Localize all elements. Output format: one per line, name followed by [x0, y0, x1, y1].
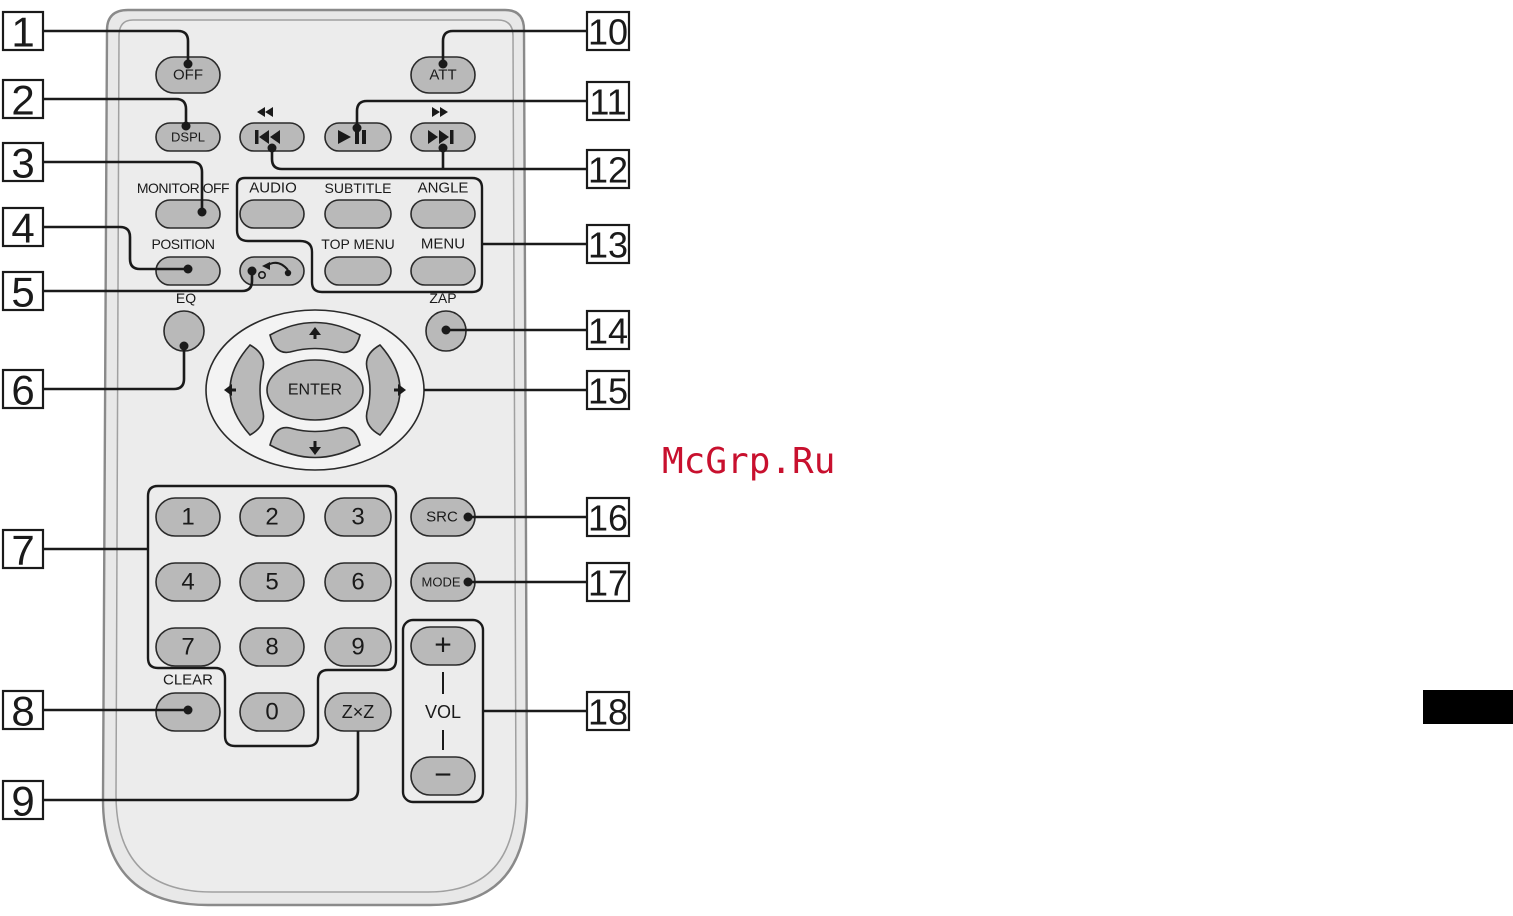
key-0[interactable]: 0 [240, 693, 304, 731]
page-tab-marker [1423, 690, 1513, 724]
svg-text:3: 3 [11, 140, 34, 187]
svg-text:2: 2 [11, 77, 34, 124]
callout-17: 17 [587, 563, 629, 604]
top-menu-label: TOP MENU [321, 236, 394, 252]
svg-text:4: 4 [11, 205, 34, 252]
svg-text:ATT: ATT [429, 67, 456, 84]
svg-text:0: 0 [265, 699, 278, 726]
callout-12: 12 [587, 150, 629, 191]
svg-text:Z×Z: Z×Z [342, 702, 375, 722]
svg-text:16: 16 [588, 498, 628, 539]
svg-text:7: 7 [181, 634, 194, 661]
svg-text:6: 6 [11, 367, 34, 414]
clear-label: CLEAR [163, 672, 213, 689]
svg-text:+: + [434, 629, 452, 662]
callout-11: 11 [587, 82, 629, 123]
svg-text:10: 10 [588, 12, 628, 53]
callout-10: 10 [587, 12, 629, 53]
key-7[interactable]: 7 [156, 628, 220, 666]
callout-1: 1 [3, 9, 43, 56]
svg-text:1: 1 [181, 504, 194, 531]
svg-text:OFF: OFF [173, 67, 203, 84]
menu-label: MENU [421, 236, 465, 253]
watermark-text: McGrp.Ru [662, 441, 835, 482]
svg-text:15: 15 [588, 371, 628, 412]
callout-5: 5 [3, 269, 43, 316]
key-2[interactable]: 2 [240, 498, 304, 536]
svg-text:17: 17 [588, 563, 628, 604]
callout-2: 2 [3, 77, 43, 124]
svg-text:3: 3 [351, 504, 364, 531]
callout-8: 8 [3, 688, 43, 735]
callout-3: 3 [3, 140, 43, 187]
top-menu-button[interactable] [325, 257, 391, 285]
callout-6: 6 [3, 367, 43, 414]
vol-up-button[interactable]: + [411, 627, 475, 665]
zxz-button[interactable]: Z×Z [325, 693, 391, 731]
callout-7: 7 [3, 527, 43, 574]
callout-9: 9 [3, 778, 43, 825]
key-9[interactable]: 9 [325, 628, 391, 666]
key-5[interactable]: 5 [240, 563, 304, 601]
position-label: POSITION [152, 236, 215, 252]
svg-text:SRC: SRC [426, 509, 458, 526]
angle-button[interactable] [411, 200, 475, 228]
svg-text:−: − [434, 759, 452, 792]
svg-text:9: 9 [11, 778, 34, 825]
svg-text:12: 12 [588, 150, 628, 191]
svg-text:8: 8 [11, 688, 34, 735]
svg-text:7: 7 [11, 527, 34, 574]
svg-text:11: 11 [589, 82, 626, 123]
callout-4: 4 [3, 205, 43, 252]
vol-down-button[interactable]: − [411, 757, 475, 795]
subtitle-button[interactable] [325, 200, 391, 228]
subtitle-label: SUBTITLE [325, 180, 392, 196]
svg-text:13: 13 [588, 225, 628, 266]
svg-text:8: 8 [265, 634, 278, 661]
eq-label: EQ [176, 290, 196, 306]
key-1[interactable]: 1 [156, 498, 220, 536]
monitor-off-label: MONITOR OFF [137, 180, 229, 196]
key-8[interactable]: 8 [240, 628, 304, 666]
enter-button[interactable]: ENTER [267, 360, 363, 420]
svg-text:1: 1 [11, 9, 34, 56]
svg-text:DSPL: DSPL [171, 130, 205, 145]
audio-label: AUDIO [249, 180, 297, 197]
svg-text:5: 5 [265, 569, 278, 596]
svg-text:18: 18 [588, 692, 628, 733]
angle-label: ANGLE [418, 180, 469, 197]
svg-text:14: 14 [588, 311, 628, 352]
svg-text:5: 5 [11, 269, 34, 316]
callout-13: 13 [587, 225, 629, 266]
key-6[interactable]: 6 [325, 563, 391, 601]
svg-text:MODE: MODE [422, 575, 461, 590]
directional-pad: ENTER [206, 310, 424, 470]
monitor-off-button[interactable] [156, 200, 220, 228]
vol-label: VOL [425, 702, 461, 722]
svg-text:6: 6 [351, 569, 364, 596]
svg-text:ENTER: ENTER [288, 382, 342, 399]
callout-15: 15 [587, 371, 629, 412]
key-3[interactable]: 3 [325, 498, 391, 536]
svg-text:4: 4 [181, 569, 194, 596]
callout-18: 18 [587, 692, 629, 733]
svg-text:9: 9 [351, 634, 364, 661]
svg-text:2: 2 [265, 504, 278, 531]
callout-14: 14 [587, 311, 629, 352]
audio-button[interactable] [240, 200, 304, 228]
callout-16: 16 [587, 498, 629, 539]
key-4[interactable]: 4 [156, 563, 220, 601]
menu-button[interactable] [411, 257, 475, 285]
